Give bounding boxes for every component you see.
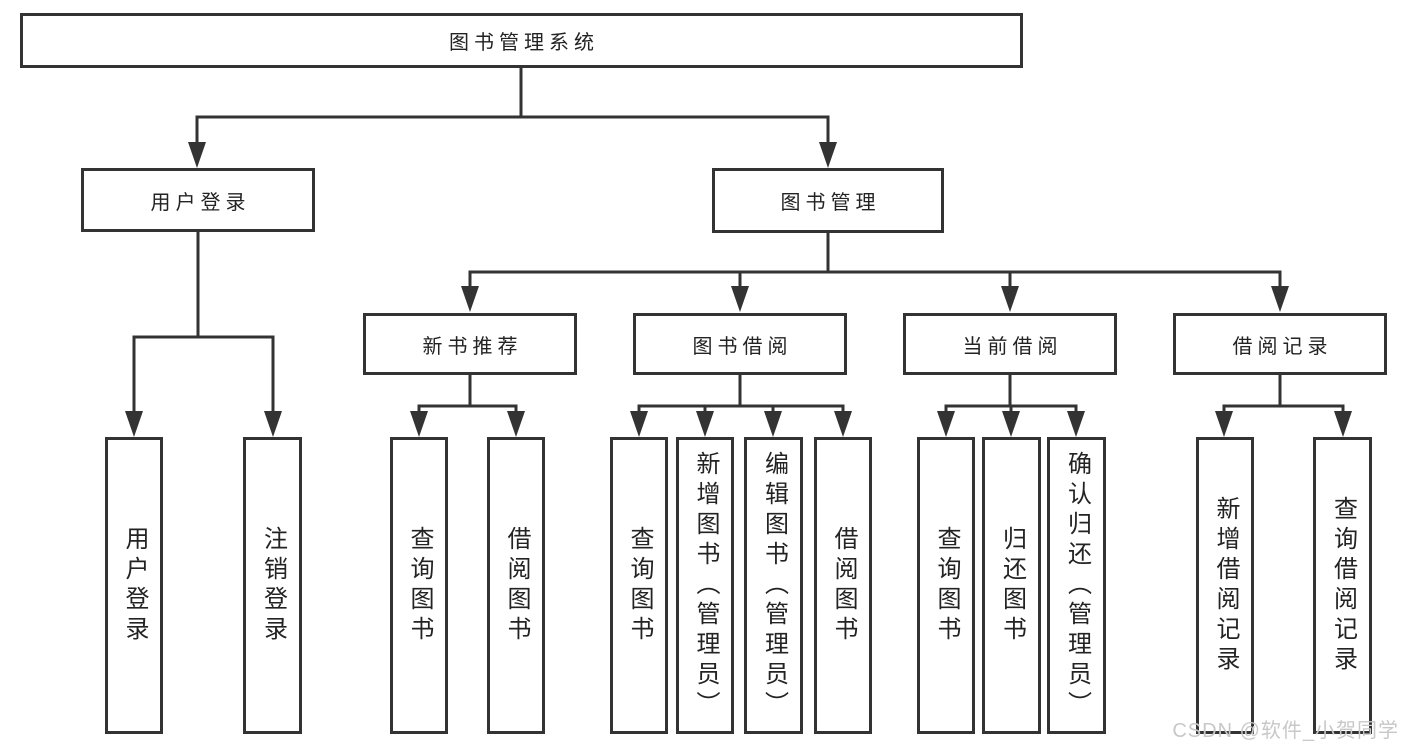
node-current-borrow: 当前借阅 [903, 313, 1117, 375]
arrowheads [125, 142, 1352, 437]
leaf-add-book-admin: 新增图书（管理员） [676, 437, 734, 734]
watermark: CSDN @软件_小贺同学 [1172, 720, 1399, 742]
leaf-query-books-2: 查询图书 [610, 437, 668, 734]
leaf-borrow-books-2-label: 借阅图书 [830, 525, 857, 646]
node-book-borrow: 图书借阅 [633, 313, 847, 375]
leaf-confirm-return-admin: 确认归还（管理员） [1047, 437, 1106, 734]
leaf-query-books-3-label: 查询图书 [933, 525, 960, 646]
leaf-borrow-books-1: 借阅图书 [487, 437, 545, 734]
node-book-management-label: 图书管理 [780, 192, 881, 214]
leaf-query-borrow-record: 查询借阅记录 [1313, 437, 1372, 734]
leaf-query-books-1-label: 查询图书 [406, 525, 433, 646]
node-new-book-recommend: 新书推荐 [363, 313, 577, 375]
leaf-user-login: 用户登录 [105, 437, 163, 734]
leaf-query-books-2-label: 查询图书 [626, 525, 653, 646]
leaf-query-books-3: 查询图书 [917, 437, 975, 734]
leaf-logout-label: 注销登录 [259, 525, 287, 646]
leaf-edit-book-admin: 编辑图书（管理员） [744, 437, 803, 734]
leaf-user-login-label: 用户登录 [121, 525, 148, 646]
node-book-borrow-label: 图书借阅 [692, 335, 793, 358]
leaf-return-book: 归还图书 [982, 437, 1041, 734]
leaf-edit-book-admin-label: 编辑图书（管理员） [760, 450, 788, 721]
node-root: 图书管理系统 [20, 13, 1023, 68]
node-user-login-label: 用户登录 [150, 191, 251, 214]
leaf-return-book-label: 归还图书 [998, 525, 1026, 646]
leaf-add-borrow-record: 新增借阅记录 [1196, 437, 1254, 734]
leaf-add-borrow-record-label: 新增借阅记录 [1212, 495, 1239, 676]
node-book-management: 图书管理 [712, 168, 944, 233]
leaf-borrow-books-1-label: 借阅图书 [503, 525, 530, 646]
node-new-book-recommend-label: 新书推荐 [422, 335, 523, 358]
leaf-borrow-books-2: 借阅图书 [814, 437, 872, 734]
node-root-label: 图书管理系统 [449, 32, 599, 54]
node-user-login: 用户登录 [81, 168, 315, 232]
node-borrow-records: 借阅记录 [1173, 313, 1387, 375]
leaf-confirm-return-admin-label: 确认归还（管理员） [1063, 450, 1091, 721]
leaf-logout: 注销登录 [243, 437, 302, 734]
leaf-query-borrow-record-label: 查询借阅记录 [1329, 495, 1357, 676]
node-current-borrow-label: 当前借阅 [962, 335, 1063, 358]
leaf-add-book-admin-label: 新增图书（管理员） [692, 450, 719, 721]
leaf-query-books-1: 查询图书 [390, 437, 448, 734]
node-borrow-records-label: 借阅记录 [1232, 335, 1333, 358]
